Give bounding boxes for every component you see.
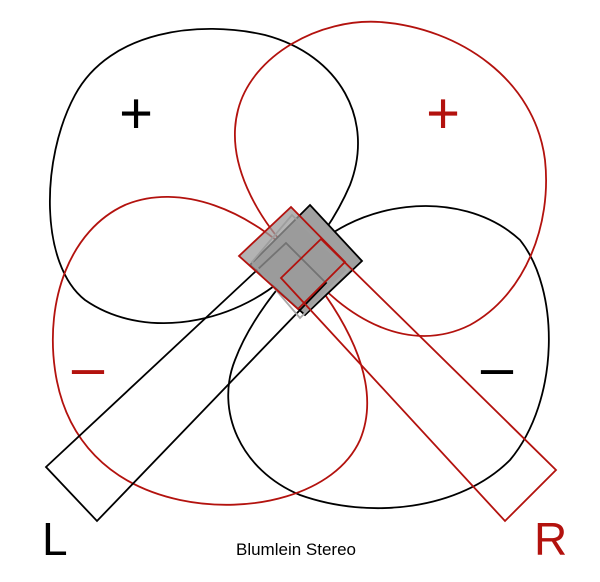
left-front-sign: +	[119, 81, 153, 146]
right-mic-rear-lobe	[51, 196, 369, 506]
left-mic-rear-lobe	[227, 205, 550, 509]
right-mic-pattern	[51, 20, 547, 506]
left-rear-sign: –	[72, 335, 105, 400]
left-mic-front-lobe	[49, 28, 359, 325]
left-channel-label: L	[42, 513, 68, 565]
right-mic-shaft	[279, 237, 558, 523]
left-mic-pattern	[49, 28, 550, 509]
right-mic-body	[237, 205, 558, 523]
diagram-caption: Blumlein Stereo	[236, 540, 356, 559]
right-channel-label: R	[534, 513, 567, 565]
right-rear-sign: –	[481, 335, 514, 400]
right-mic-front-lobe	[234, 20, 547, 337]
right-front-sign: +	[426, 81, 460, 146]
